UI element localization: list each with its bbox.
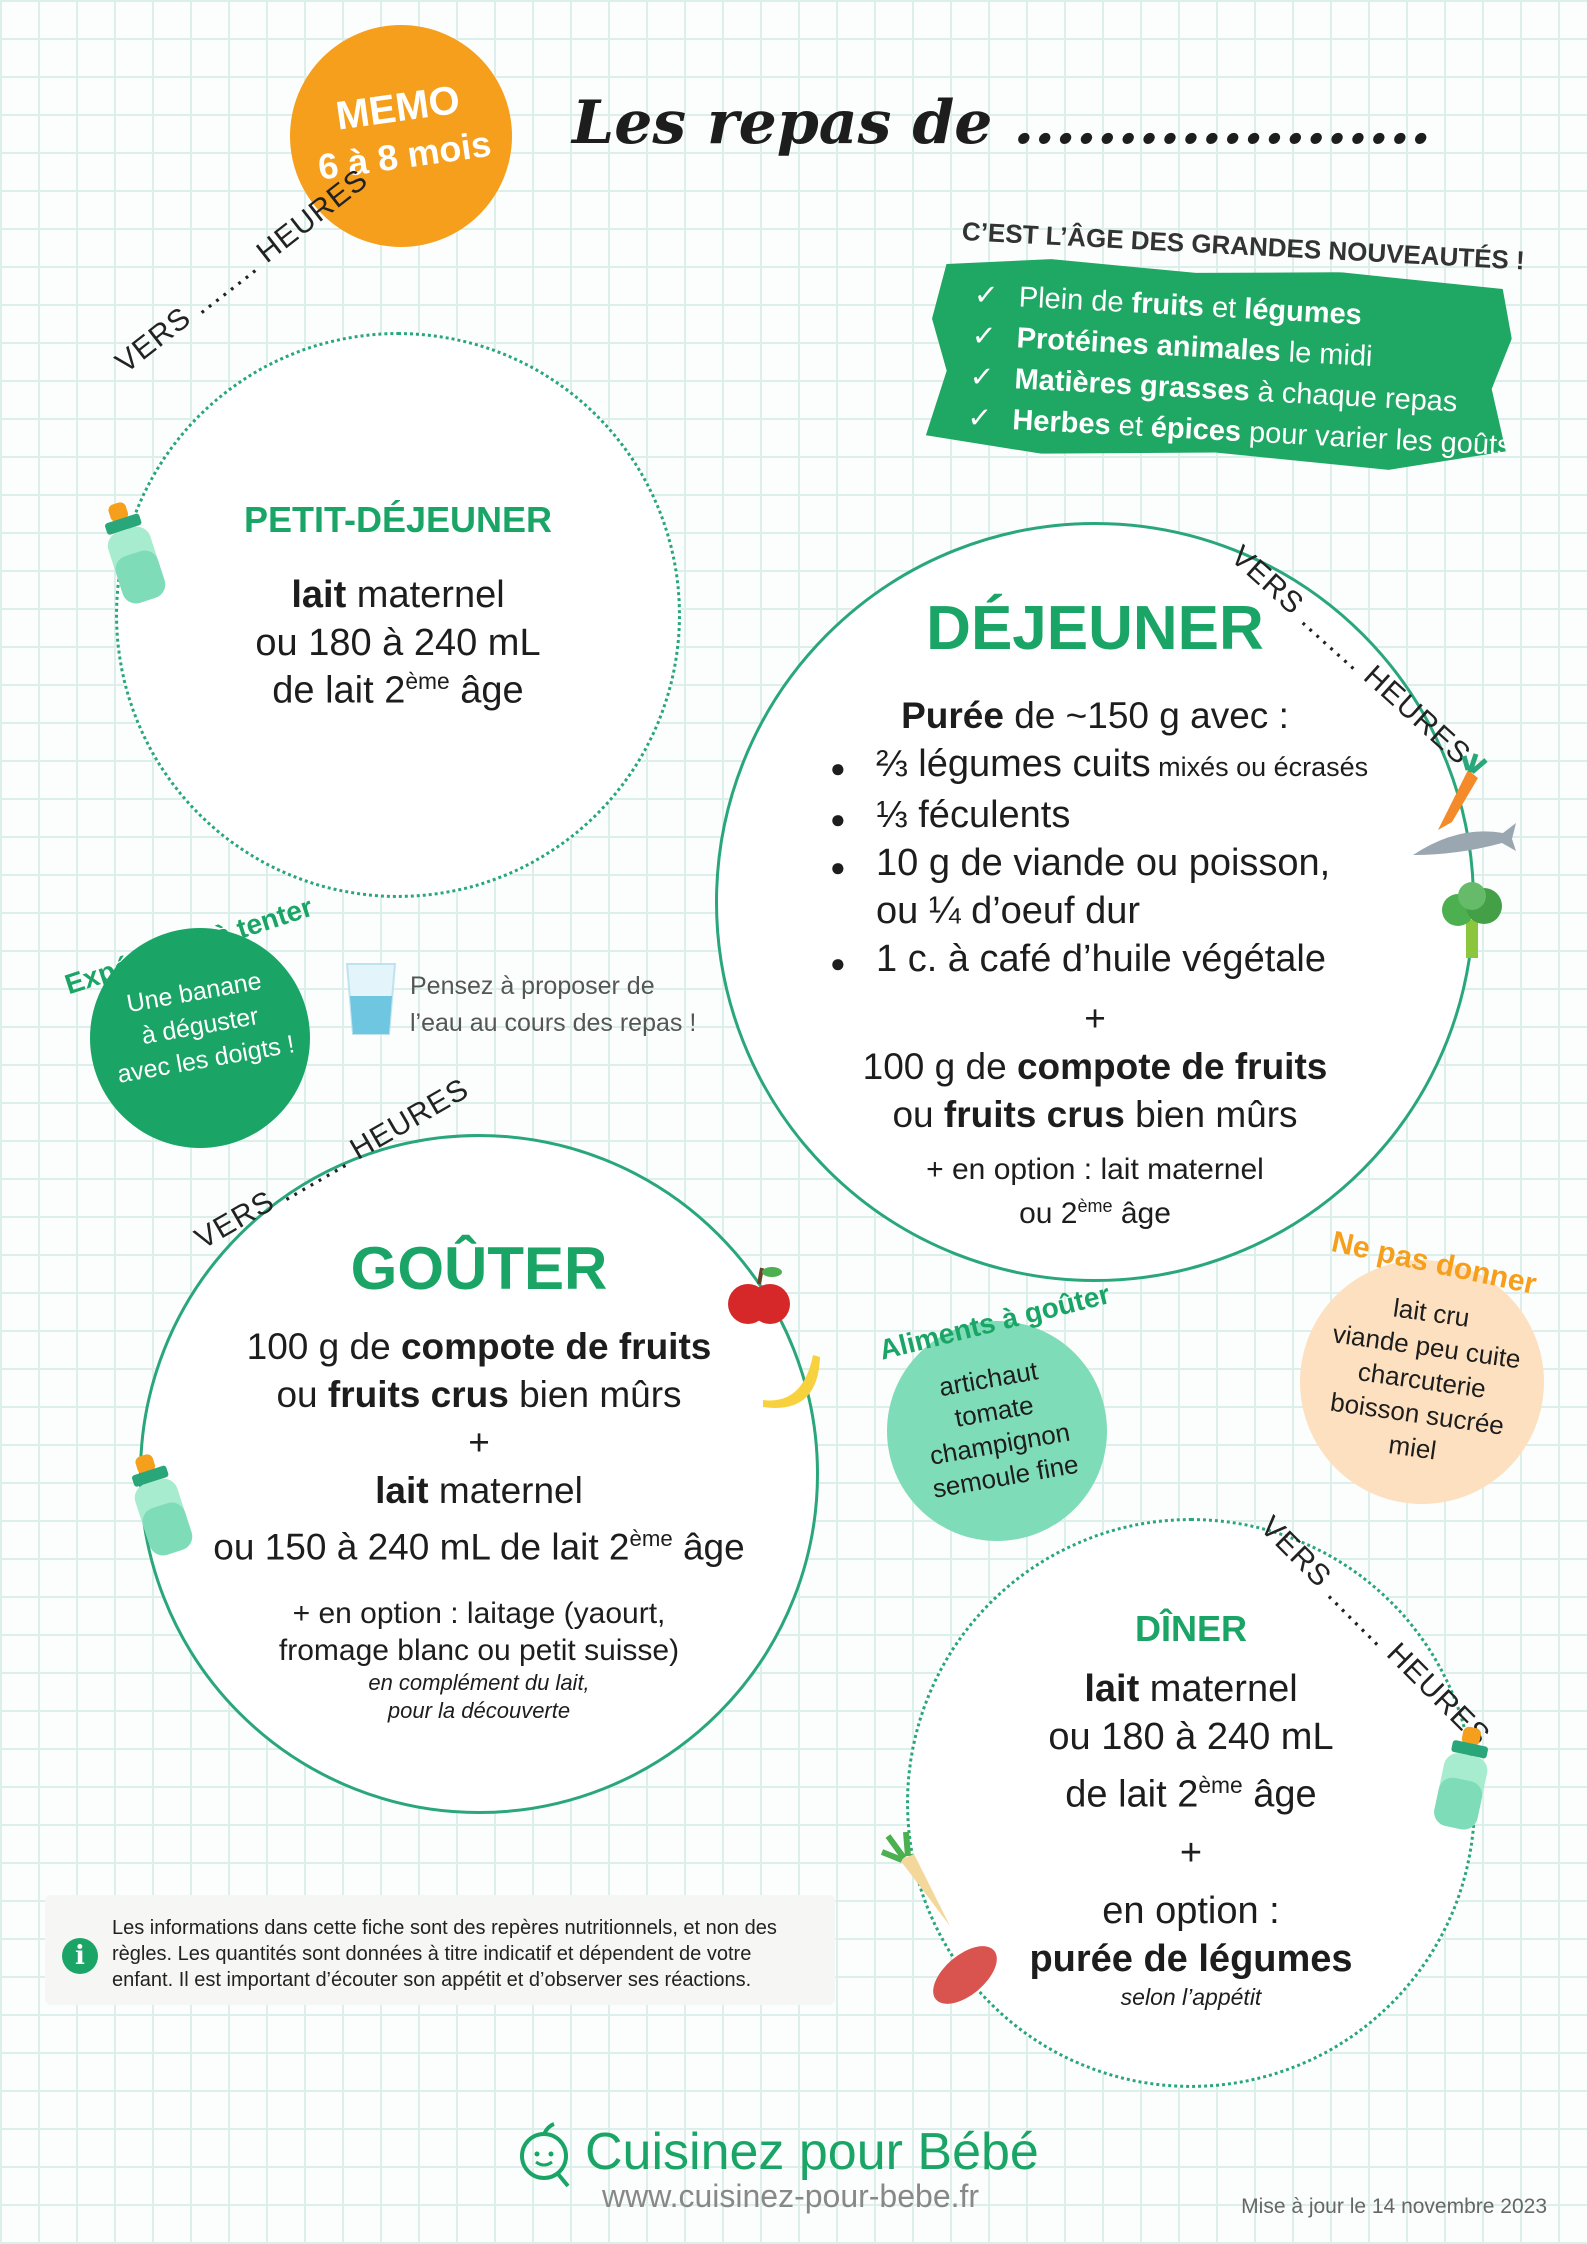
fish-icon bbox=[1413, 823, 1516, 855]
lunch-list: ⅔ légumes cuits mixés ou écrasés ⅓ fécul… bbox=[830, 740, 1368, 987]
baby-bottle-icon bbox=[1434, 1726, 1488, 1830]
lunch-title: DÉJEUNER bbox=[926, 594, 1264, 663]
dinner-content: DÎNER lait maternel ou 180 à 240 mL de l… bbox=[906, 1605, 1476, 2011]
water-glass-icon bbox=[345, 963, 397, 1035]
check-icon: ✓ bbox=[973, 278, 1000, 313]
snack-title: GOÛTER bbox=[350, 1235, 608, 1302]
brand-name: Cuisinez pour Bébé bbox=[585, 2123, 1039, 2181]
list-item: 1 c. à café d’huile végétale bbox=[830, 935, 1368, 987]
breakfast-title: PETIT-DÉJEUNER bbox=[243, 499, 553, 540]
snack-circle bbox=[139, 1134, 819, 1814]
experience-circle bbox=[90, 928, 310, 1148]
baby-bottle-icon bbox=[105, 502, 166, 604]
lunch-intro: Purée de ~150 g avec : bbox=[901, 695, 1289, 736]
breakfast-content: PETIT-DÉJEUNER lait maternel ou 180 à 24… bbox=[115, 497, 681, 715]
apple-icon bbox=[728, 1267, 790, 1324]
update-date: Mise à jour le 14 novembre 2023 bbox=[1241, 2195, 1547, 2218]
check-icon: ✓ bbox=[970, 319, 997, 354]
brand-logo-icon bbox=[520, 2122, 570, 2188]
website-link[interactable]: www.cuisinez-pour-bebe.fr bbox=[602, 2178, 980, 2214]
check-icon: ✓ bbox=[968, 360, 995, 395]
sweet-potato-icon bbox=[933, 1946, 997, 2004]
info-icon: i bbox=[62, 1938, 98, 1974]
check-icon: ✓ bbox=[966, 401, 993, 436]
parsnip-icon bbox=[880, 1831, 950, 1926]
info-text: Les informations dans cette fiche sont d… bbox=[112, 1917, 777, 1991]
dinner-circle bbox=[906, 1518, 1476, 2088]
banana-icon bbox=[763, 1355, 820, 1408]
snack-content: GOÛTER 100 g de compote de fruits ou fru… bbox=[139, 1233, 819, 1725]
list-item: 10 g de viande ou poisson,ou ¼ d’oeuf du… bbox=[830, 839, 1368, 935]
dinner-title: DÎNER bbox=[1134, 1608, 1247, 1649]
lunch-dessert: + 100 g de compote de fruits ou fruits c… bbox=[862, 998, 1328, 1230]
taste-circle bbox=[887, 1321, 1107, 1541]
broccoli-icon bbox=[1442, 882, 1502, 958]
memo-badge: MEMO 6 à 8 mois bbox=[290, 25, 512, 247]
news-list: ✓Plein de fruits et légumes ✓Protéines a… bbox=[966, 275, 1519, 467]
page-title: Les repas de .................... bbox=[572, 88, 1432, 158]
avoid-circle bbox=[1300, 1260, 1544, 1504]
list-item: ⅓ féculents bbox=[830, 791, 1368, 843]
baby-bottle-icon bbox=[132, 1454, 193, 1556]
breakfast-circle bbox=[115, 332, 681, 898]
list-item: ⅔ légumes cuits mixés ou écrasés bbox=[830, 740, 1368, 792]
info-box bbox=[45, 1895, 835, 2005]
carrot-icon bbox=[1438, 753, 1488, 830]
